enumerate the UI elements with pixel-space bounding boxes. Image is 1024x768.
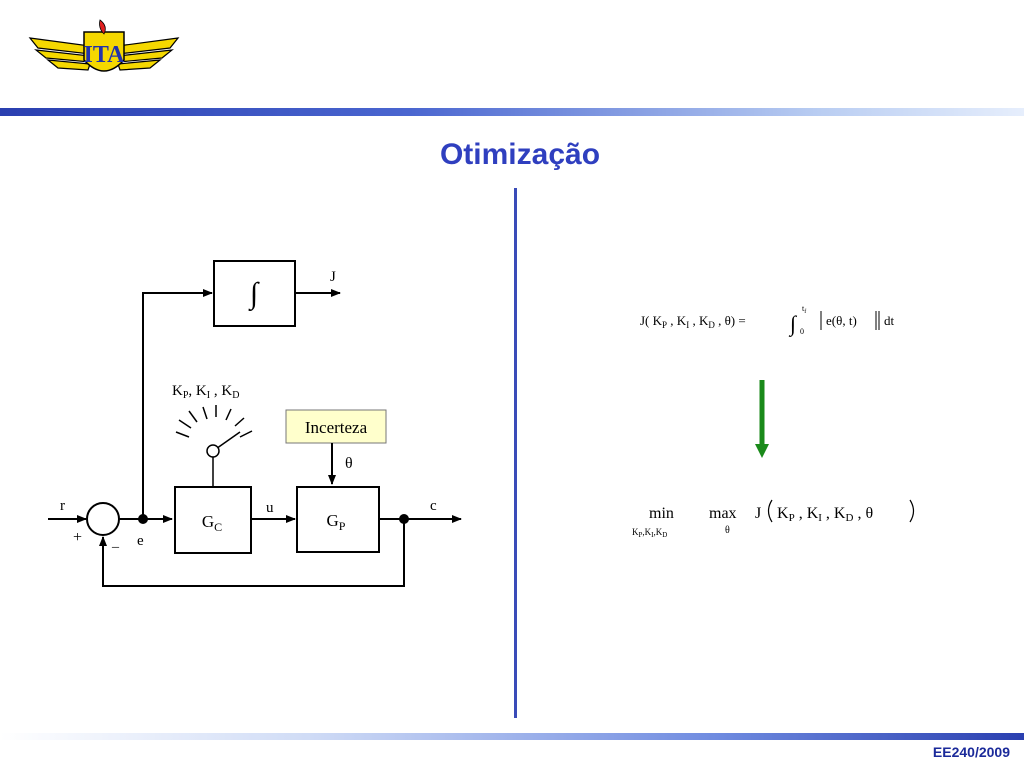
logo-text: ITA (84, 42, 126, 68)
cost-functional-formula: J( KP , KI , KD , θ) = ∫ tf 0 e(θ, t) dt (640, 304, 895, 337)
minus-sign: _ (111, 535, 120, 550)
svg-text:dt: dt (884, 313, 895, 328)
output-J-label: J (330, 269, 336, 285)
control-u-label: u (266, 500, 274, 516)
integrator-block (213, 260, 296, 327)
feedback-line (99, 519, 405, 587)
svg-text:J( KP , KI , KD , θ) =: J( KP , KI , KD , θ) = (640, 313, 746, 330)
theta-label: θ (345, 455, 353, 472)
vertical-divider (514, 188, 517, 718)
error-to-integrator-line (142, 289, 213, 519)
plant-label: GP (327, 511, 346, 533)
svg-text:min: min (649, 505, 674, 522)
reference-r-label: r (60, 498, 65, 514)
svg-text:0: 0 (800, 327, 804, 336)
gains-label: KP, KI , KD (172, 383, 239, 401)
output-c-label: c (430, 498, 437, 514)
svg-text:max: max (709, 505, 737, 522)
top-banner-bar (0, 108, 1024, 116)
tuning-dial-icon (175, 405, 253, 487)
svg-text:KP,KI,KD: KP,KI,KD (632, 527, 667, 539)
bottom-banner-bar (0, 733, 1024, 740)
page-title: Otimização (439, 138, 601, 171)
plant-block (296, 486, 380, 553)
footer-course-code: EE240/2009 (932, 744, 1010, 760)
error-branch-node (138, 514, 148, 524)
integral-symbol: ∫ (248, 277, 260, 312)
svg-text:e(θ, t): e(θ, t) (826, 313, 857, 328)
cost-integral-sign: ∫ (788, 311, 798, 337)
svg-text:J: J (755, 505, 761, 522)
controller-label: GC (202, 512, 222, 534)
summing-junction (86, 502, 120, 536)
controller-block (174, 486, 252, 554)
error-e-label: e (137, 533, 144, 549)
svg-text:θ: θ (725, 525, 730, 536)
derivation-arrowhead (755, 444, 769, 458)
svg-text:tf: tf (802, 304, 806, 315)
plus-sign: + (73, 529, 82, 546)
incerteza-box (285, 409, 387, 444)
svg-text:KP , KI , KD , θ: KP , KI , KD , θ (777, 505, 873, 524)
ita-logo: ITA (28, 19, 180, 72)
incerteza-label: Incerteza (305, 418, 368, 437)
minmax-formula: min KP,KI,KD max θ J KP , KI , KD , θ (632, 499, 915, 539)
